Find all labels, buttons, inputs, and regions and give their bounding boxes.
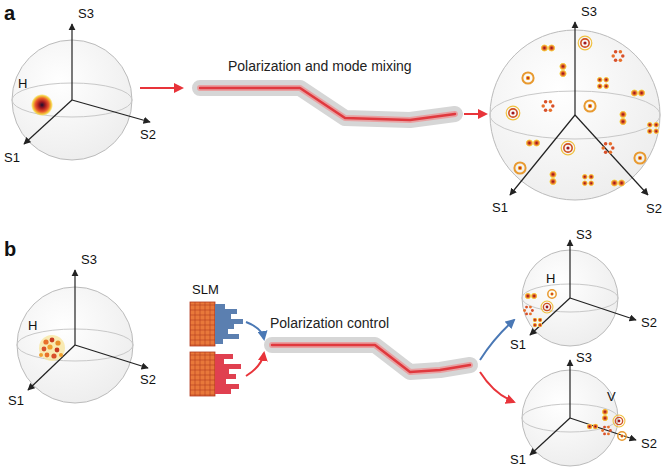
axis-label: S1 [4, 150, 20, 165]
output-arrow [464, 113, 486, 115]
poincare-sphere [12, 24, 150, 160]
input-arrow [140, 87, 182, 89]
slm-phase-profiles [190, 302, 243, 396]
polarization-label: V [607, 389, 616, 404]
panel-letter: b [4, 238, 16, 260]
axis-label: S2 [646, 201, 662, 216]
poincare-sphere [490, 22, 660, 200]
axis-label: S2 [140, 372, 156, 387]
fiber [272, 345, 470, 372]
speckle-pattern [39, 335, 65, 361]
axis-label: S2 [641, 315, 657, 330]
panel-letter: a [4, 2, 15, 24]
output-arrow [480, 372, 514, 402]
poincare-sphere [522, 360, 636, 466]
fiber [200, 88, 455, 120]
polarization-label: H [546, 271, 555, 286]
process-label: Polarization and mode mixing [228, 58, 412, 74]
polarization-label: H [18, 76, 27, 91]
axis-label: S1 [492, 200, 508, 215]
axis-label: S1 [8, 393, 24, 408]
axis-label: S3 [576, 227, 592, 242]
axis-label: S3 [576, 350, 592, 365]
poincare-sphere [522, 240, 636, 346]
beam-arrow [246, 322, 264, 339]
axis-label: S2 [140, 127, 156, 142]
axis-label: S3 [78, 6, 94, 21]
polarization-label: H [28, 318, 37, 333]
beam-arrow [246, 353, 264, 376]
axis-label: S3 [581, 4, 597, 19]
poincare-sphere [17, 270, 148, 403]
axis-label: S1 [510, 337, 526, 352]
device-label: SLM [192, 282, 219, 297]
process-label: Polarization control [270, 315, 389, 331]
axis-label: S3 [81, 252, 97, 267]
axis-label: S2 [641, 436, 657, 451]
output-arrow [480, 320, 514, 360]
axis-label: S1 [510, 452, 526, 467]
